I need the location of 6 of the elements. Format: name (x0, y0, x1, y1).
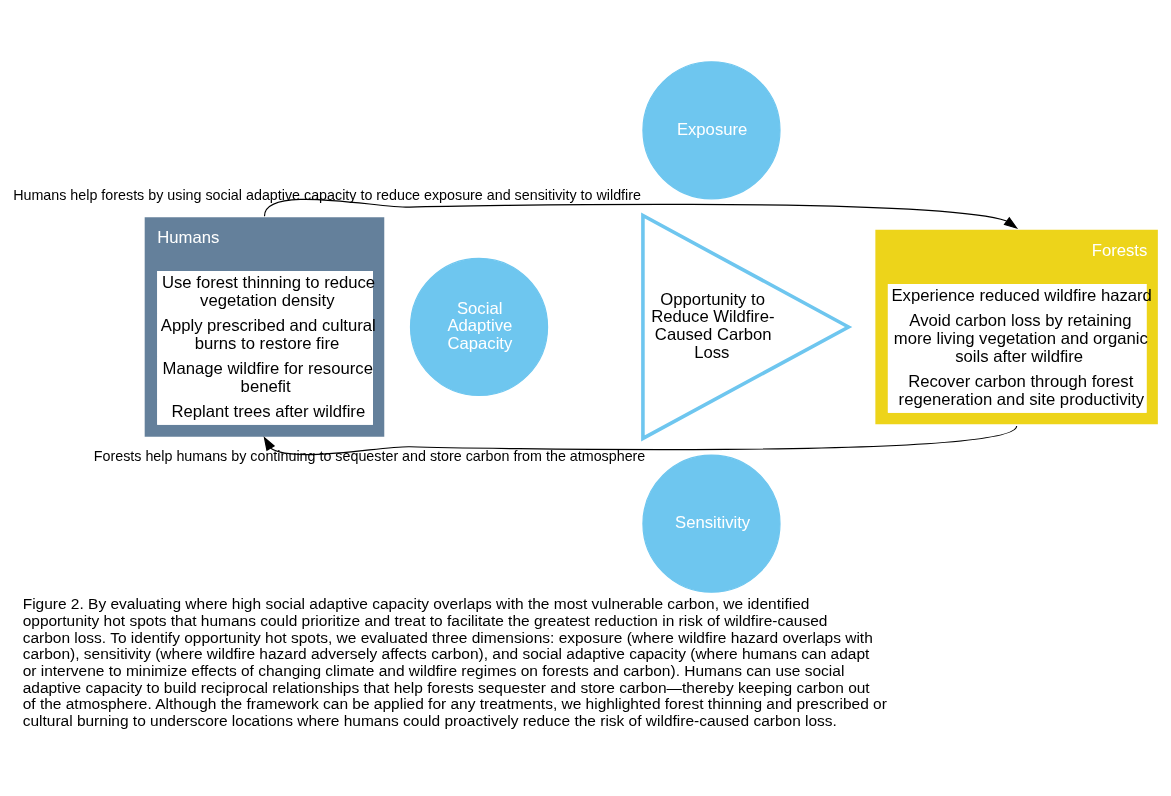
arrow (263, 198, 1019, 229)
edge-label: Humans help forests by using social adaptive capacity to reduce exposure and sensitivity to wildfire (13, 186, 641, 203)
caption: Figure 2. By evaluating where high social adaptive capacity overlaps with the most vulnerable carbon, we identified opportunity hot spots that humans could prioritize and treat to facilitate the greatest reduction in risk of wildfire-caused carbon loss. To identify opportunity hot spots, we evaluated three dimensions: exposure (where wildfire hazard overlaps with carbon), sensitivity (where wildfire hazard adversely affects carbon), and social adaptive capacity (where humans can adapt or intervene to minimize effects of changing climate and wildfire regimes on forests and carbon). Humans can use social adaptive capacity to build reciprocal relationships that help forests sequester and store carbon—thereby keeping carbon out of the atmosphere. Although the framework can be applied for any treatments, we highlighted forest thinning and prescribed or cultural burning to underscore locations where humans could proactively reduce the risk of wildfire-caused carbon loss. (22, 594, 887, 729)
node-circle: Social Adaptive Capacity (409, 257, 549, 396)
node-circle: Exposure (642, 60, 781, 199)
arrow (263, 424, 1018, 455)
